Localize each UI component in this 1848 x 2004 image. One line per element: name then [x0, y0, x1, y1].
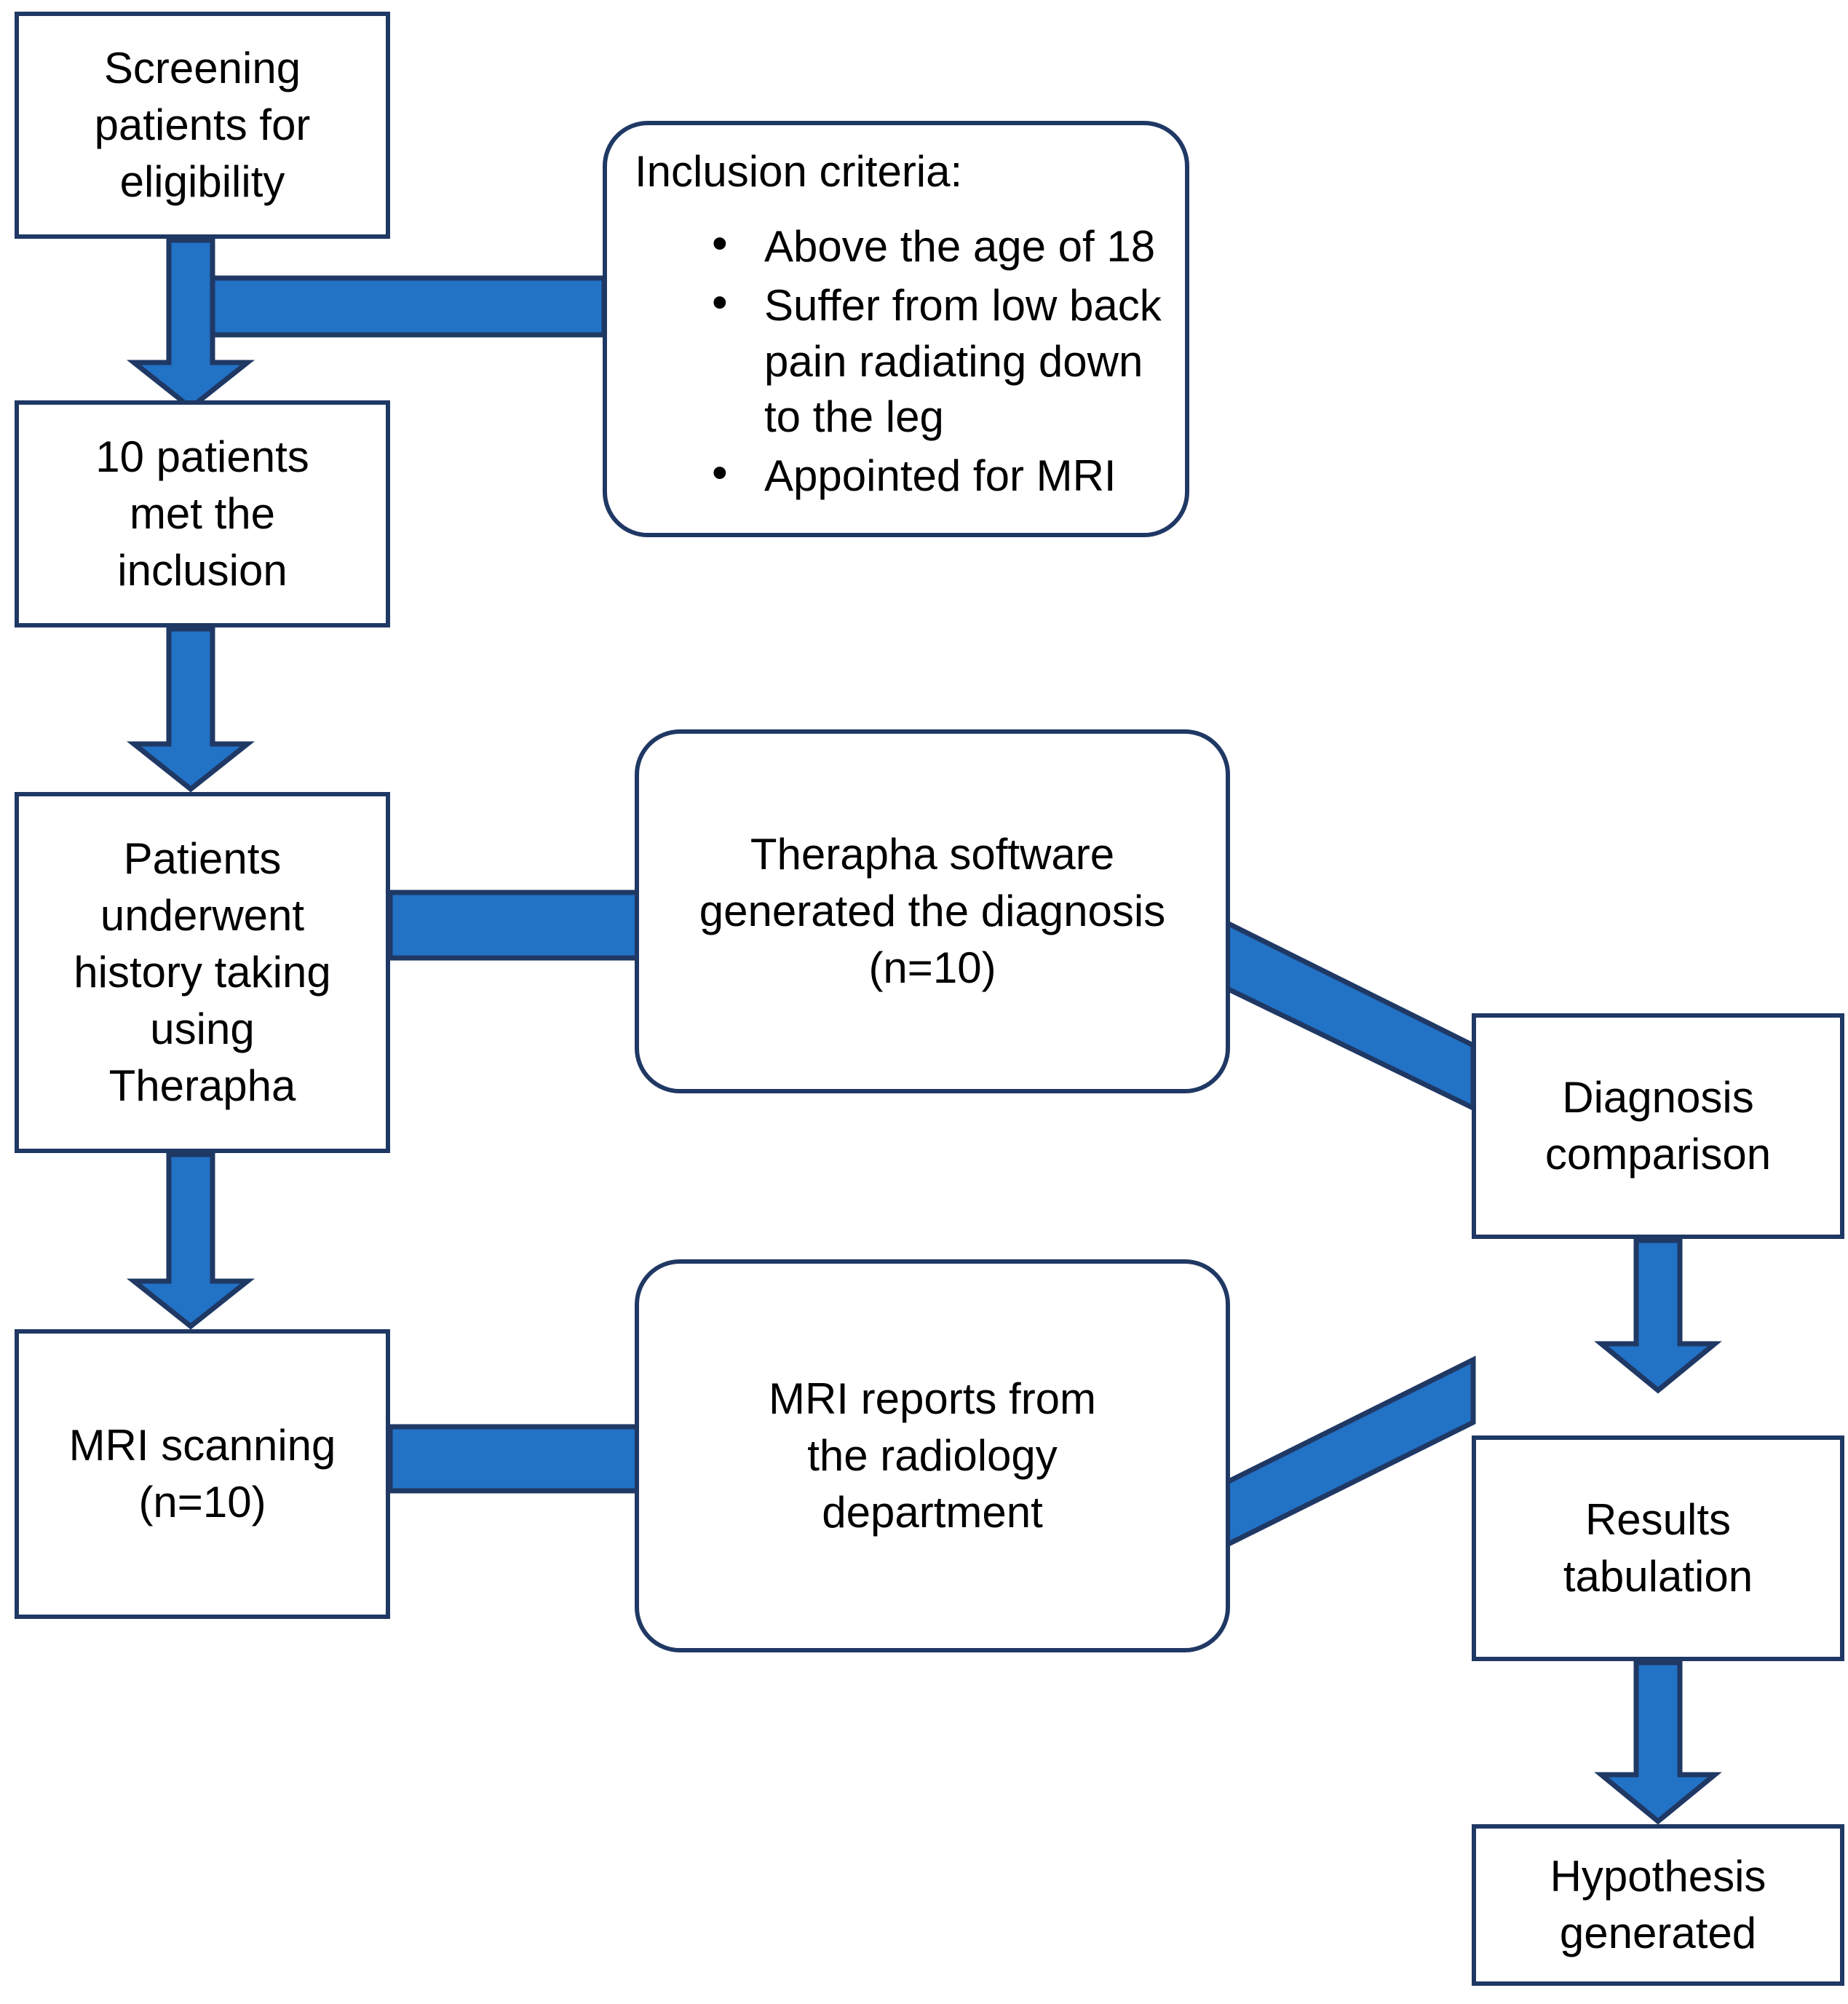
connector-inclusion-to-flow [207, 275, 607, 338]
arrow-met-to-history [126, 626, 255, 793]
arrow-screening-to-met [126, 237, 255, 411]
arrow-results-to-hypothesis [1594, 1660, 1722, 1825]
node-met-inclusion-label: 10 patients met the inclusion [95, 432, 309, 595]
list-item: Suffer from low back pain radiating down… [712, 274, 1163, 445]
inclusion-criteria-list: Above the age of 18 Suffer from low back… [632, 215, 1163, 504]
node-inclusion-criteria[interactable]: Inclusion criteria: Above the age of 18 … [603, 121, 1189, 537]
node-therapha-software-label: Therapha software generated the diagnosi… [699, 830, 1166, 992]
list-item: Above the age of 18 [712, 215, 1163, 275]
node-therapha-software[interactable]: Therapha software generated the diagnosi… [635, 729, 1230, 1093]
list-item: Appointed for MRI [712, 444, 1163, 504]
connector-therapha-to-comparison [1224, 919, 1476, 1112]
node-hypothesis-generated-label: Hypothesis generated [1550, 1852, 1766, 1957]
node-diagnosis-comparison[interactable]: Diagnosis comparison [1472, 1013, 1844, 1239]
arrow-history-to-mri-scan [126, 1152, 255, 1330]
arrow-comparison-to-results [1594, 1237, 1722, 1394]
node-results-tabulation[interactable]: Results tabulation [1472, 1435, 1844, 1661]
node-mri-reports-label: MRI reports from the radiology departmen… [768, 1374, 1097, 1537]
node-mri-scanning-label: MRI scanning (n=10) [68, 1421, 336, 1526]
node-history-taking-label: Patients underwent history taking using … [74, 834, 331, 1110]
node-history-taking[interactable]: Patients underwent history taking using … [15, 792, 390, 1153]
node-screening-label: Screening patients for eligibility [94, 44, 311, 206]
connector-reports-to-comparison [1224, 1355, 1476, 1549]
node-mri-scanning[interactable]: MRI scanning (n=10) [15, 1329, 390, 1619]
inclusion-criteria-title: Inclusion criteria: [635, 147, 963, 196]
node-mri-reports[interactable]: MRI reports from the radiology departmen… [635, 1259, 1230, 1652]
node-results-tabulation-label: Results tabulation [1563, 1495, 1753, 1601]
node-hypothesis-generated[interactable]: Hypothesis generated [1472, 1824, 1844, 1986]
node-screening-patients[interactable]: Screening patients for eligibility [15, 12, 390, 239]
connector-history-to-therapha [387, 890, 641, 961]
connector-mriscan-to-reports [387, 1424, 641, 1494]
node-met-inclusion[interactable]: 10 patients met the inclusion [15, 400, 390, 627]
node-diagnosis-comparison-label: Diagnosis comparison [1544, 1073, 1772, 1179]
